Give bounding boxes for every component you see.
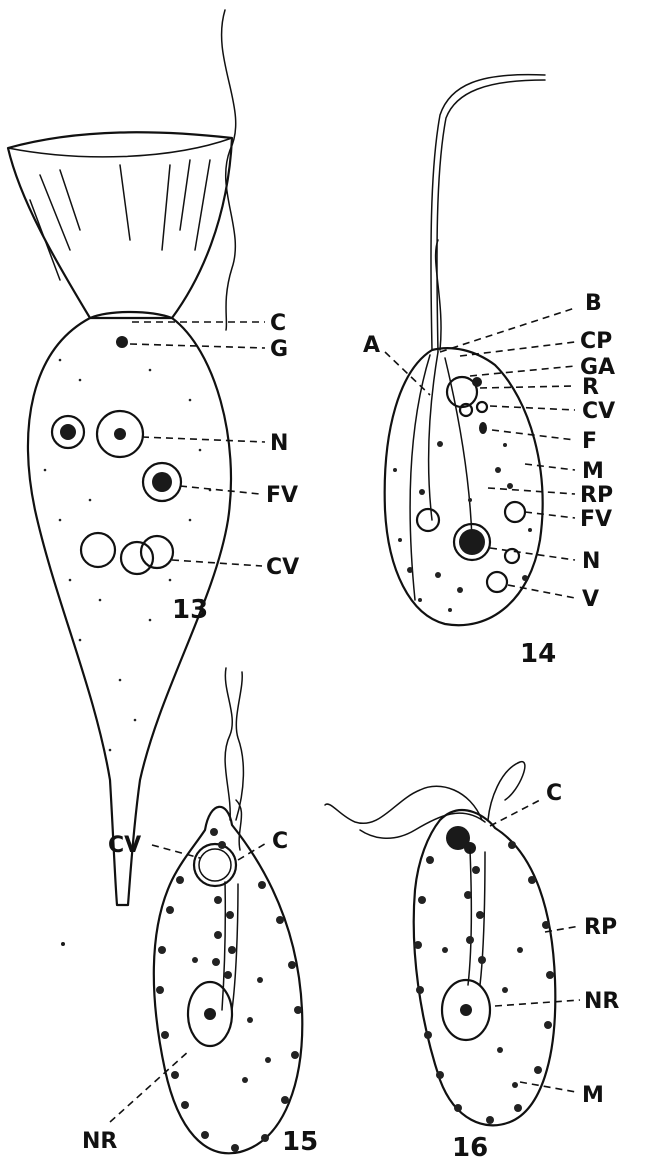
fig14-label-f: F [582,429,597,454]
fig15-label-c: C [272,829,288,854]
fig14-number: 14 [520,639,556,669]
fig13-label-g: G [270,337,288,362]
figure-13-cell [8,10,236,905]
fig14-label-n: N [582,549,600,574]
fig14-label-fv: FV [580,507,612,532]
fig14-label-v: V [582,587,599,612]
fig15-label-nr: NR [82,1129,117,1154]
fig13-label-cv: CV [266,555,299,580]
fig14-label-cp: CP [580,329,612,354]
fig13-label-c: C [270,311,286,336]
figure-16-leaders [490,800,580,1092]
fig14-label-b: B [585,291,602,316]
fig14-label-r: R [582,375,599,400]
fig15-label-cv: CV [108,833,141,858]
fig16-label-c: C [546,781,562,806]
stray-dot [61,942,65,946]
fig13-label-n: N [270,431,288,456]
figure-14-cell [385,75,545,626]
fig14-label-rp: RP [580,483,613,508]
figure-14-leaders [385,308,575,598]
fig16-number: 16 [452,1133,488,1163]
figure-15-cell [154,668,302,1153]
fig14-label-a: A [363,333,380,358]
fig13-label-fv: FV [266,483,298,508]
fig16-label-nr: NR [584,989,619,1014]
fig14-label-cv: CV [582,399,615,424]
fig13-number: 13 [172,595,208,625]
fig14-label-m: M [582,459,604,484]
fig16-label-m: M [582,1083,604,1108]
figure-13-leaders [130,322,265,566]
fig16-label-rp: RP [584,915,617,940]
fig15-number: 15 [282,1127,318,1157]
figure-16-cell [325,762,555,1126]
